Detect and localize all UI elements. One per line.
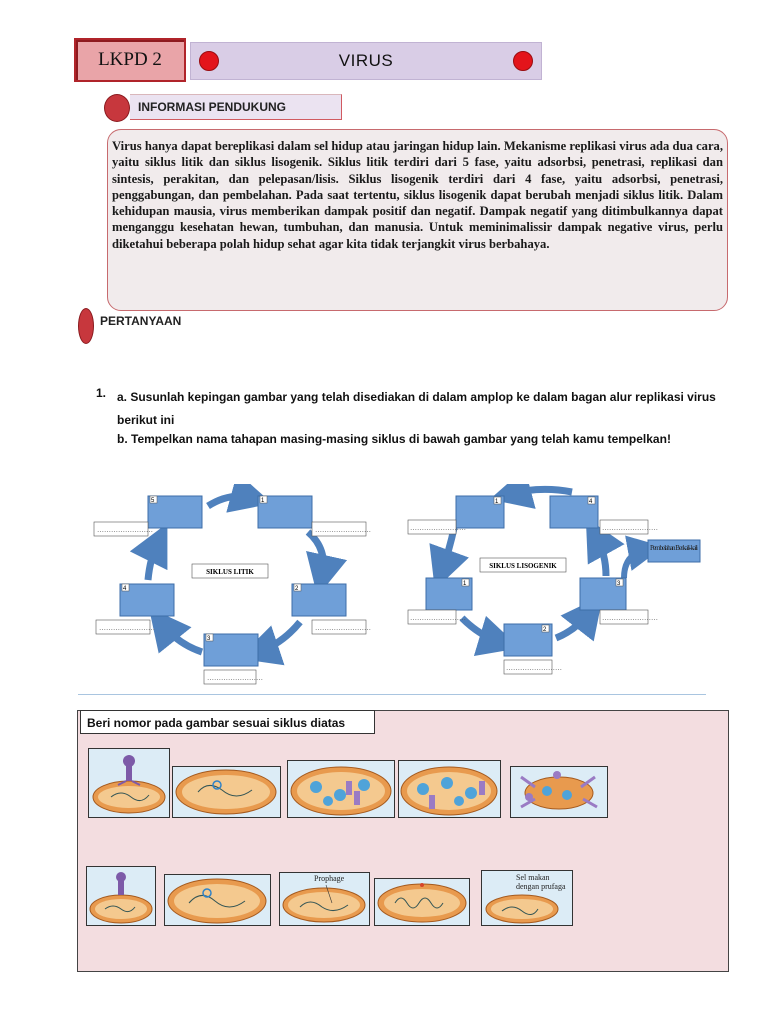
litik-blank: …………………… [97, 526, 153, 534]
cell-image-inject-2[interactable] [164, 874, 271, 926]
cell-image-replication[interactable] [287, 760, 395, 818]
lkpd-tag: LKPD 2 [74, 38, 186, 82]
divider [78, 694, 706, 695]
lisogenik-num: 2 [543, 627, 547, 633]
lisogenik-blank: …………………… [410, 614, 466, 622]
side-note: Pembelahan Berkali-kali [650, 544, 698, 552]
cell-image-prophage[interactable]: Prophage [279, 872, 370, 926]
red-dot-icon [199, 51, 219, 71]
cell-image-inject[interactable] [172, 766, 281, 818]
lisogenik-num: 3 [617, 581, 621, 587]
lisogenik-blank: …………………… [506, 664, 562, 672]
question-b: b. Tempelkan nama tahapan masing-masing … [117, 432, 671, 446]
lisogenik-num: 4 [589, 499, 593, 505]
cell-image-attach[interactable] [88, 748, 170, 818]
lisogenik-blank: …………………… [410, 524, 466, 532]
bullet-icon [78, 308, 94, 344]
litik-blank: …………………… [315, 526, 371, 534]
lisogenik-num: 1 [463, 581, 467, 587]
litik-num: 2 [295, 586, 299, 592]
cell-image-division[interactable]: Sel makan dengan prufaga [481, 870, 573, 926]
cell-image-attach-2[interactable] [86, 866, 156, 926]
sel-note: Sel makan dengan prufaga [516, 873, 566, 891]
litik-num: 3 [207, 636, 211, 642]
info-box: Virus hanya dapat bereplikasi dalam sel … [107, 129, 728, 311]
questions-label: PERTANYAAN [100, 314, 182, 328]
picture-panel [77, 710, 729, 972]
litik-num: 5 [151, 498, 155, 504]
cycle-diagrams: 5 1 2 3 4 …………………… …………………… …………………… ………… [93, 484, 701, 685]
lisogenik-num: 1 [495, 499, 499, 505]
page-title: VIRUS [338, 51, 394, 70]
litik-num: 4 [123, 586, 127, 592]
question-a: a. Susunlah kepingan gambar yang telah d… [117, 390, 716, 427]
litik-blank: …………………… [99, 624, 155, 632]
title-bar: VIRUS [190, 42, 542, 80]
prophage-label: Prophage [314, 874, 345, 883]
lisogenik-label: SIKLUS LISOGENIK [489, 562, 557, 570]
lisogenik-blank: …………………… [602, 524, 658, 532]
litik-blank: …………………… [315, 624, 371, 632]
panel-header: Beri nomor pada gambar sesuai siklus dia… [80, 710, 375, 734]
red-dot-icon [513, 51, 533, 71]
info-label: INFORMASI PENDUKUNG [130, 94, 342, 120]
question-number: 1. [96, 386, 107, 400]
lisogenik-blank: …………………… [602, 614, 658, 622]
info-text: Virus hanya dapat bereplikasi dalam sel … [112, 139, 723, 251]
litik-num: 1 [261, 498, 265, 504]
cell-image-assembly[interactable] [398, 760, 501, 818]
cell-image-lysis[interactable] [510, 766, 608, 818]
litik-label: SIKLUS LITIK [206, 568, 254, 576]
cell-image-integration[interactable] [374, 878, 470, 926]
bullet-icon [104, 94, 130, 122]
litik-blank: …………………… [207, 674, 263, 682]
